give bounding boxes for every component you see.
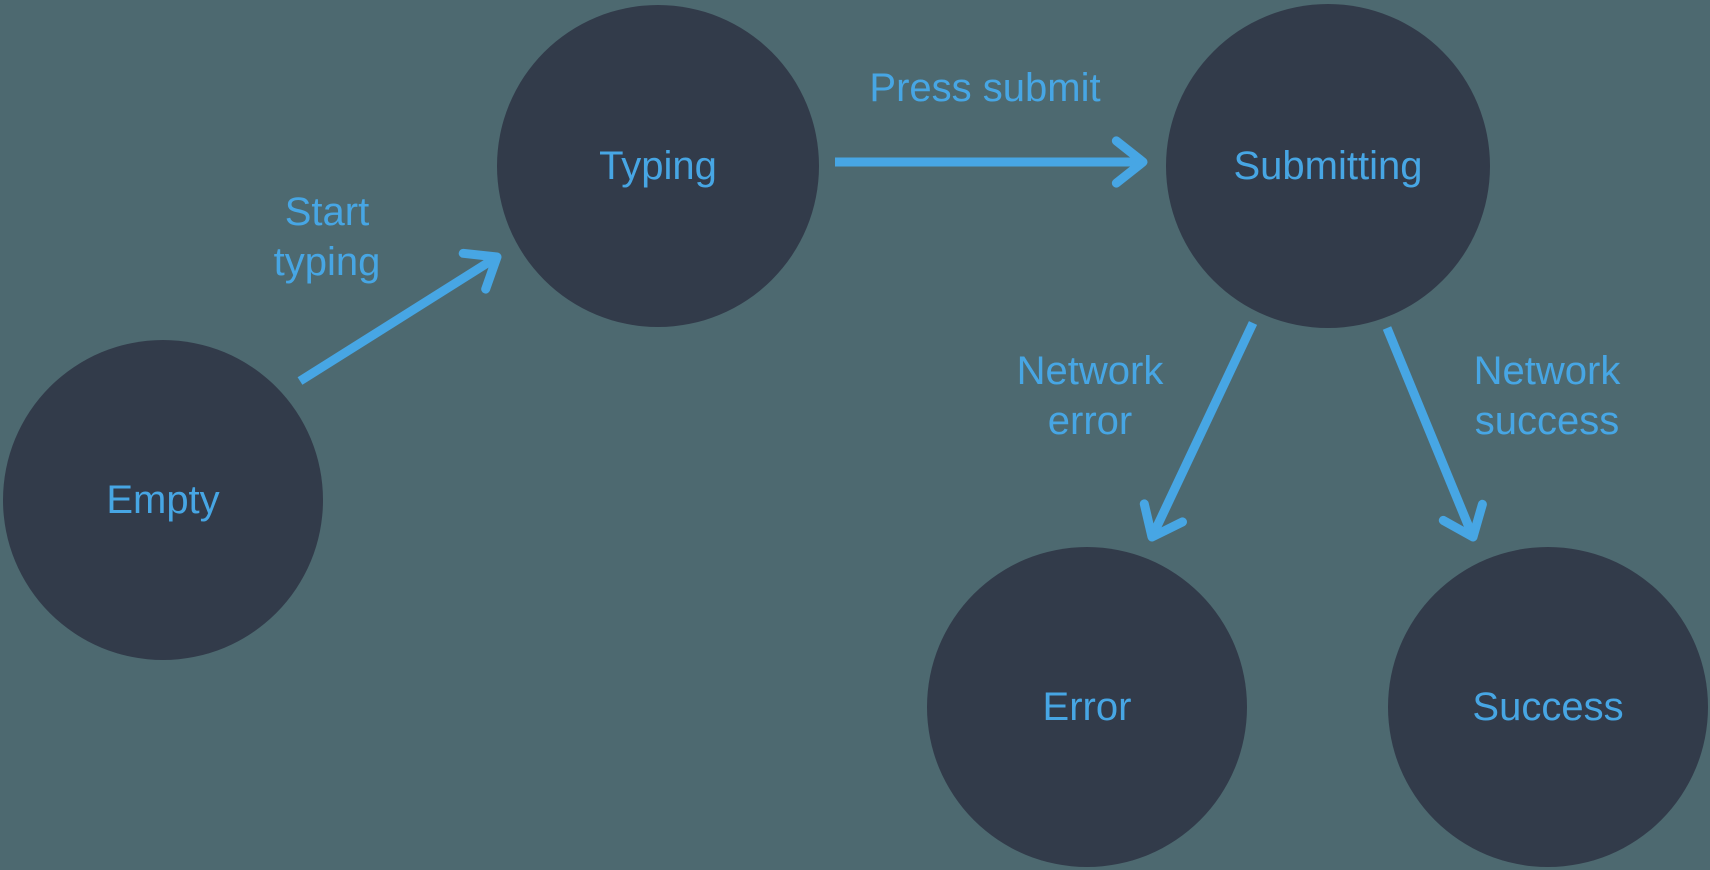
transition-arrow-network-error: [1147, 321, 1258, 539]
transition-label-network-error: Network: [1017, 349, 1165, 393]
arrowhead-icon: [1139, 499, 1187, 542]
state-node-label-success: Success: [1472, 685, 1623, 729]
transition-label-network-success: Network: [1474, 349, 1622, 393]
transition-label-start-typing: Start: [285, 190, 369, 234]
transition-label-network-error: error: [1048, 399, 1132, 443]
state-node-error: [927, 547, 1247, 867]
transition-label-start-typing: typing: [274, 240, 381, 284]
state-node-label-error: Error: [1043, 685, 1132, 729]
state-node-label-empty: Empty: [106, 478, 219, 522]
state-node-typing: [497, 5, 819, 327]
state-node-label-submitting: Submitting: [1234, 144, 1423, 188]
transition-label-network-success: success: [1475, 399, 1620, 443]
arrowhead-icon: [458, 248, 502, 294]
state-node-submitting: [1166, 4, 1490, 328]
transition-arrow-start-typing: [297, 253, 500, 385]
state-node-success: [1388, 547, 1708, 867]
state-node-empty: [3, 340, 323, 660]
transition-label-press-submit: Press submit: [869, 66, 1100, 110]
transition-arrow-network-success: [1382, 326, 1478, 539]
arrowhead-icon: [1438, 499, 1487, 542]
state-node-label-typing: Typing: [599, 144, 717, 188]
arrowhead-icon: [1111, 136, 1148, 188]
